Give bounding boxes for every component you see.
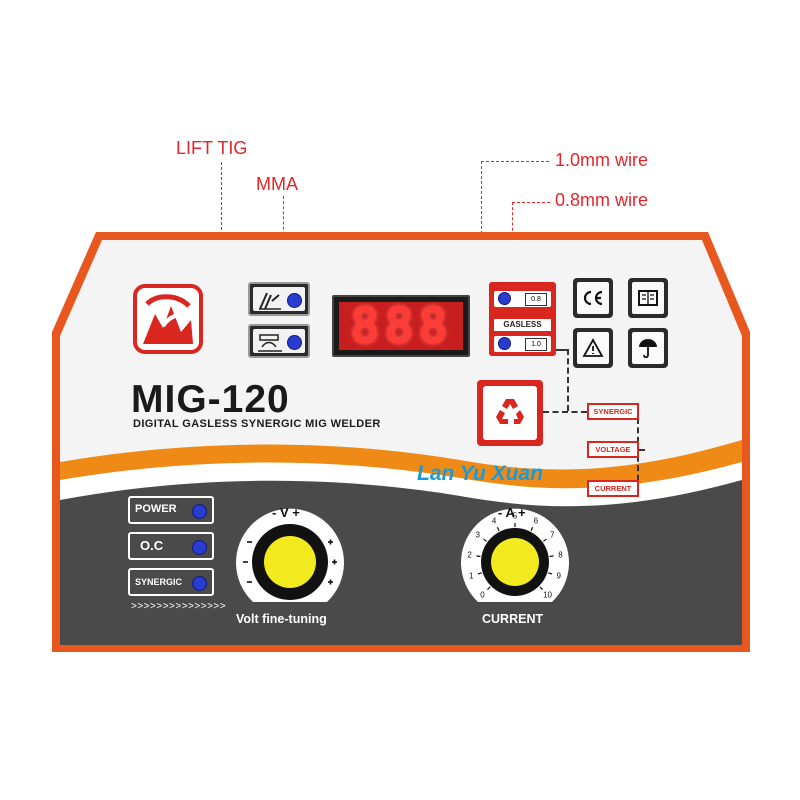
synergic-mode-label: SYNERGIC [587,403,639,420]
mma-led [287,335,302,350]
mma-electrode-icon [258,334,282,352]
current-scale-0: 0 [480,590,485,600]
synergic-indicator-led [192,576,207,591]
mma-button[interactable] [248,324,310,358]
current-tick-8 [549,555,554,558]
digital-display: 888 [332,295,470,357]
current-scale-10: 10 [543,590,552,600]
current-tick-1 [477,572,482,575]
lift-tig-led [287,293,302,308]
current-tick-7 [542,538,547,542]
connector-vert-1 [567,349,569,411]
synergic-indicator-label: SYNERGIC [135,577,183,587]
current-scale-2: 2 [467,550,472,560]
current-tick-10 [539,586,544,591]
current-scale-8: 8 [558,550,563,560]
connector-synergic [543,411,587,413]
warning-badge [573,328,613,368]
wire-1-0-cell[interactable]: 1.0 [494,336,551,352]
recycle-icon [496,399,524,424]
tig-torch-icon [259,292,281,310]
display-value: 888 [349,297,453,355]
current-scale-5: 5 [512,511,518,521]
current-scale-6: 6 [533,516,539,526]
umbrella-icon [639,339,657,359]
current-scale-1: 1 [469,571,474,581]
current-knob[interactable] [450,500,580,610]
manual-badge [628,278,668,318]
current-scale-7: 7 [549,530,555,540]
wire-1-0-value: 1.0 [525,338,547,351]
connector-wire-right [556,349,568,351]
wire-selector[interactable]: 0.8 GASLESS 1.0 [489,282,556,356]
voltage-mode-label: VOLTAGE [587,441,639,458]
watermark-text: Lan Yu Xuan [417,462,544,485]
current-knob-header: - A + [498,505,526,520]
current-tick-3 [483,538,488,542]
oc-indicator: O.C [128,532,214,560]
wire-0-8-value: 0.8 [525,293,547,306]
book-icon [638,290,658,306]
brand-logo [133,284,203,354]
current-tick-4 [496,526,500,532]
gasless-label: GASLESS [494,319,551,331]
current-scale-9: 9 [556,571,561,581]
wire-1-0-led [498,337,511,350]
model-description: DIGITAL GASLESS SYNERGIC MIG WELDER [133,418,381,430]
voltage-knob[interactable] [225,500,355,610]
current-scale-4: 4 [491,516,497,526]
wire-0-8-led [498,292,511,305]
callout-mma: MMA [256,174,298,194]
recycle-button[interactable] [477,380,543,446]
current-knob-label: CURRENT [482,612,544,626]
ce-icon [583,290,603,306]
leader-wire-1-0-h [481,161,549,162]
power-led [192,504,207,519]
oc-led [192,540,207,555]
warning-triangle-icon [582,338,604,357]
callout-wire-0-8: 0.8mm wire [555,190,649,210]
voltage-knob-header: - V + [272,505,300,520]
current-tick-2 [476,555,481,558]
oc-label: O.C [140,538,164,553]
lift-tig-button[interactable] [248,282,310,316]
leader-wire-0-8-h [512,202,550,203]
current-scale-3: 3 [475,530,481,540]
current-tick-6 [530,526,534,532]
arrow-strip: >>>>>>>>>>>>>>> [131,601,227,612]
callout-lift-tig: LIFT TIG [176,138,248,158]
model-title: MIG-120 [131,378,290,421]
synergic-indicator: SYNERGIC [128,568,214,596]
keep-dry-badge [628,328,668,368]
current-mode-label: CURRENT [587,480,639,497]
voltage-knob-label: Volt fine-tuning [236,612,327,626]
current-tick-9 [548,572,553,575]
callout-wire-1-0: 1.0mm wire [555,150,649,170]
current-tick-0 [486,586,491,591]
wire-0-8-cell[interactable]: 0.8 [494,291,551,307]
connector-voltage [637,449,645,451]
power-indicator: POWER [128,496,214,524]
ce-mark-badge [573,278,613,318]
power-label: POWER [135,503,177,515]
